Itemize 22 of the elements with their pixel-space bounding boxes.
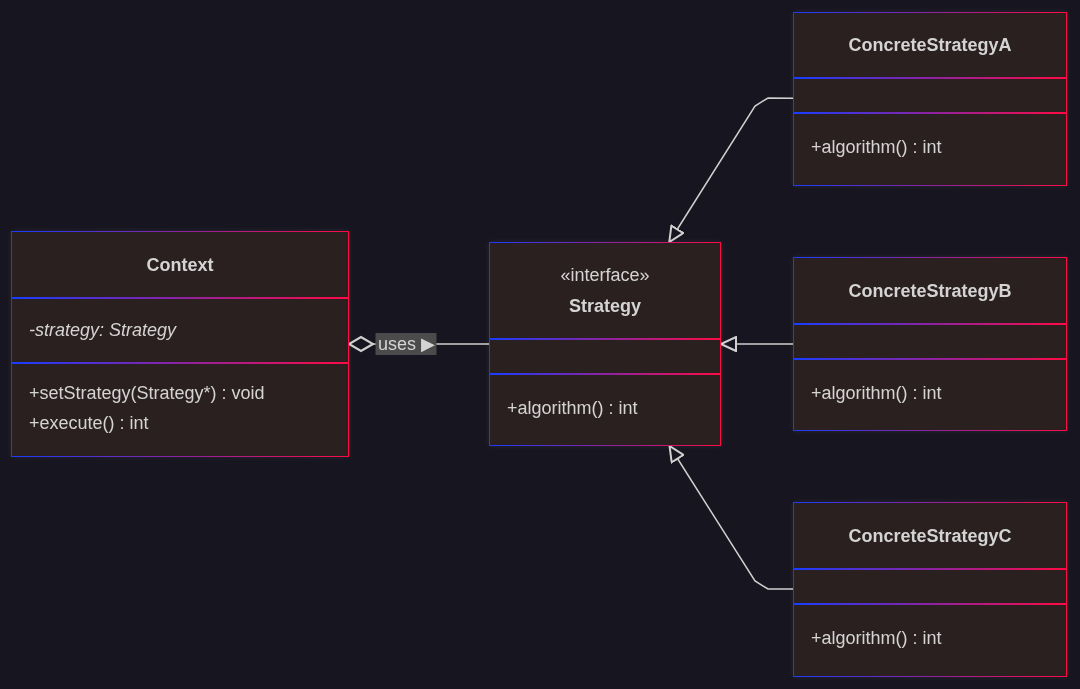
class-box [793, 12, 1067, 186]
method-text: +setStrategy(Strategy*) : void [29, 381, 265, 405]
class-name: Context [146, 253, 214, 277]
class-name: ConcreteStrategyA [848, 34, 1012, 57]
class-name: Strategy [569, 294, 641, 318]
connector-arrow [668, 97, 794, 243]
class-name: ConcreteStrategyB [848, 279, 1012, 303]
method-text: +algorithm() : int [811, 627, 942, 650]
connector-arrow [720, 336, 794, 352]
edge-label: uses ▶ [375, 333, 437, 355]
method-text: +algorithm() : int [507, 396, 638, 420]
class-box [793, 502, 1067, 677]
connector-arrow [668, 445, 794, 590]
method-text: +algorithm() : int [811, 381, 942, 405]
class-box [11, 231, 349, 457]
stereotype-label: «interface» [560, 263, 650, 287]
class-box [489, 242, 721, 446]
class-box [793, 257, 1067, 431]
method-text: +algorithm() : int [811, 136, 942, 159]
method-text: +execute() : int [29, 411, 149, 435]
class-name: ConcreteStrategyC [848, 524, 1012, 548]
attribute-text: -strategy: Strategy [29, 318, 177, 342]
